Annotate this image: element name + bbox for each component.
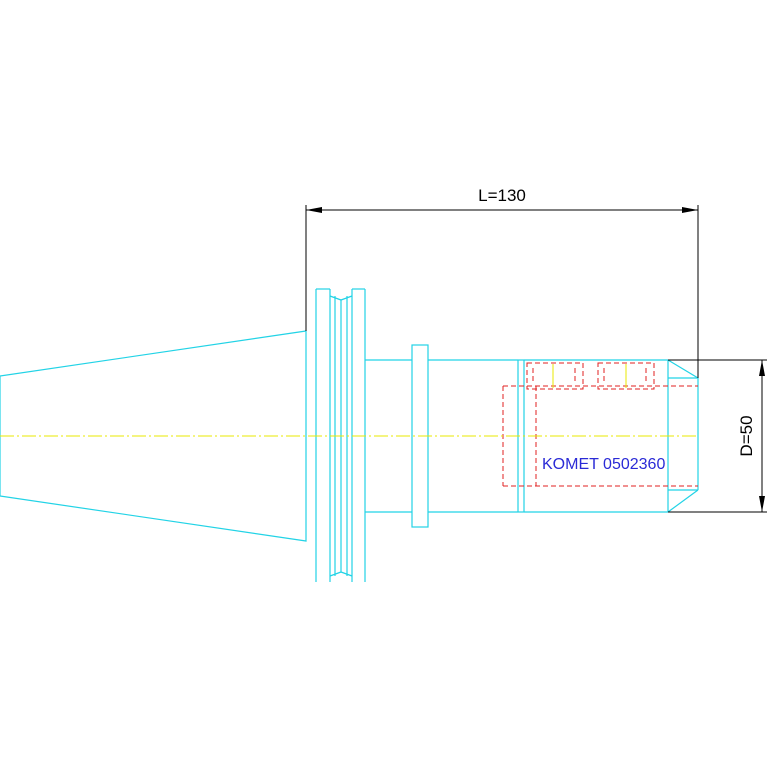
length-dimension: L=130 — [305, 186, 699, 378]
diameter-dimension: D=50 — [668, 359, 767, 513]
length-label: L=130 — [478, 186, 526, 205]
diameter-label: D=50 — [737, 415, 756, 456]
part-label: KOMET 0502360 — [542, 456, 665, 473]
tool-body — [365, 344, 699, 528]
taper-shank — [0, 330, 307, 542]
